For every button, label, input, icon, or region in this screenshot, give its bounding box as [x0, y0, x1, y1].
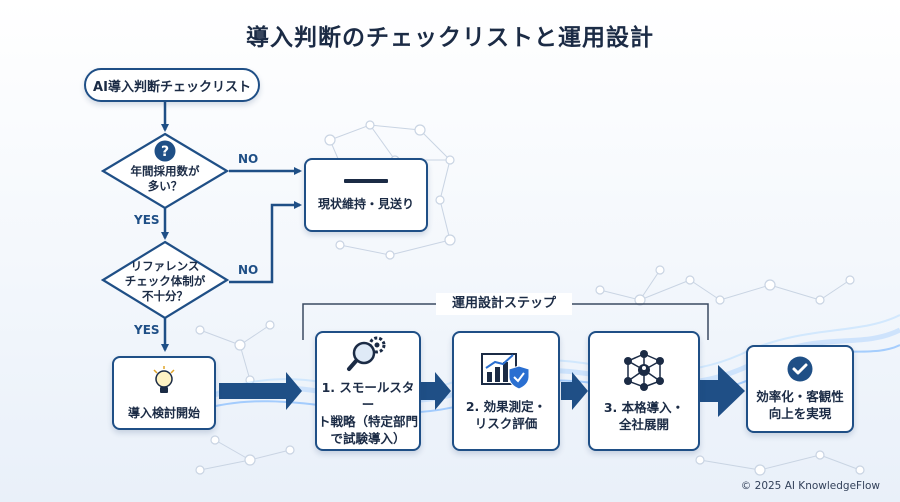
result-text: 効率化・客観性 向上を実現 — [756, 388, 844, 422]
status-quo-text: 現状維持・見送り — [317, 196, 414, 211]
step-2-text: 2. 効果測定・ リスク評価 — [466, 398, 546, 432]
lightbulb-icon — [153, 365, 175, 393]
svg-text:?: ? — [161, 144, 169, 160]
result-box: 効率化・客観性 向上を実現 — [746, 345, 854, 433]
chart-shield-icon — [481, 353, 530, 390]
step-3-line-2: 全社展開 — [618, 417, 669, 432]
step-1-line-3: で試験導入） — [330, 431, 406, 446]
decision-2-text: リファレンス チェック体制が 不十分？ — [113, 259, 217, 304]
step-3-box: 3. 本格導入・ 全社展開 — [588, 331, 700, 451]
page-title: 導入判断のチェックリストと運用設計 — [246, 25, 654, 51]
dash-icon — [344, 178, 388, 183]
label-no-2: NO — [238, 263, 259, 277]
section-title: 運用設計ステップ — [436, 293, 572, 315]
decision-2-line-3: 不十分？ — [142, 289, 188, 303]
begin-text: 導入検討開始 — [127, 405, 200, 420]
network-people-icon — [624, 350, 664, 391]
result-line-2: 向上を実現 — [768, 406, 832, 421]
decision-1-line-2: 多い？ — [147, 179, 183, 193]
decision-1-text: 年間採用数が 多い？ — [115, 164, 215, 194]
step-1-line-2: ト戦略（特定部門 — [317, 414, 418, 429]
step-3-text: 3. 本格導入・ 全社展開 — [604, 399, 684, 433]
step-1-box: 1. スモールスター ト戦略（特定部門 で試験導入） — [315, 331, 421, 451]
step-2-box: 2. 効果測定・ リスク評価 — [452, 331, 560, 451]
label-yes-1: YES — [134, 213, 160, 227]
label-no-1: NO — [238, 152, 259, 166]
step-3-line-1: 3. 本格導入・ — [603, 400, 685, 415]
start-node: AI導入判断チェックリスト — [84, 68, 260, 102]
label-yes-2: YES — [134, 323, 160, 337]
step-2-line-1: 2. 効果測定・ — [465, 399, 547, 414]
decision-2-line-2: チェック体制が — [124, 274, 206, 288]
copyright-text: © 2025 AI KnowledgeFlow — [740, 480, 880, 492]
decision-diamond-1 — [101, 132, 229, 210]
result-line-1: 効率化・客観性 — [756, 389, 844, 404]
decision-1-line-1: 年間採用数が — [130, 164, 200, 178]
flow-arrow-1 — [219, 372, 302, 410]
flow-arrow-2 — [420, 372, 451, 410]
begin-box: 導入検討開始 — [112, 356, 216, 430]
flow-arrow-3 — [561, 372, 588, 410]
magnifier-gear-icon — [347, 336, 386, 371]
step-1-line-1: 1. スモールスター — [321, 380, 415, 412]
arrow-d2-no — [229, 201, 302, 284]
decision-diamond-2 — [101, 240, 229, 320]
step-2-line-2: リスク評価 — [474, 416, 538, 431]
flow-arrow-4 — [700, 365, 745, 417]
status-quo-box: 現状維持・見送り — [304, 158, 428, 232]
question-icon: ? — [154, 140, 176, 162]
step-1-text: 1. スモールスター ト戦略（特定部門 で試験導入） — [317, 379, 419, 447]
decision-2-line-1: リファレンス — [130, 259, 200, 273]
check-circle-icon — [787, 356, 813, 382]
